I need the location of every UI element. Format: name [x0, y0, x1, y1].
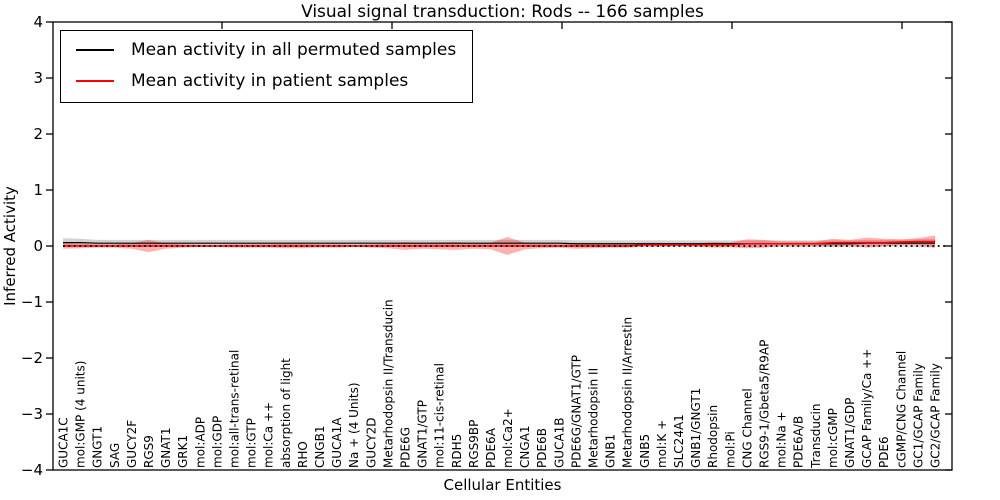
x-tick-label: GNAT1/GDP [843, 398, 857, 468]
x-tick-label: RGS9BP [467, 420, 481, 468]
x-tick-label: mol:ADP [193, 417, 207, 468]
x-tick-label: RHO [296, 441, 310, 468]
x-tick-label: Metarhodopsin II [587, 368, 601, 468]
x-tick-label: GNAT1 [159, 427, 173, 468]
legend-label-permuted: Mean activity in all permuted samples [131, 40, 457, 60]
y-tick-label: 1 [33, 181, 43, 199]
x-tick-label: mol:cGMP [826, 408, 840, 468]
x-tick-label: PDE6 [877, 436, 891, 468]
x-tick-label: GUCY2F [125, 420, 139, 468]
y-tick-label: −3 [21, 405, 43, 423]
x-tick-label: Na + (4 Units) [347, 382, 361, 468]
x-tick-label: cGMP/CNG Channel [894, 351, 908, 468]
legend-item-patient: Mean activity in patient samples [76, 71, 456, 91]
legend-label-patient: Mean activity in patient samples [131, 71, 409, 91]
x-tick-label: GUCA1A [330, 417, 344, 468]
x-tick-label: GCAP Family/Ca ++ [860, 349, 874, 468]
x-tick-label: GNB1 [604, 434, 618, 468]
x-tick-label: GNAT1/GTP [416, 400, 430, 468]
x-tick-label: mol:all-trans-retinal [227, 350, 241, 468]
x-tick-label: mol:GDP [210, 416, 224, 468]
x-tick-label: absorption of light [279, 358, 293, 468]
y-tick-label: −1 [21, 293, 43, 311]
x-tick-label: CNG Channel [740, 388, 754, 468]
y-tick-label: 2 [33, 125, 43, 143]
series-line-patient [63, 240, 935, 247]
x-tick-label: SAG [108, 443, 122, 468]
x-tick-label: RGS9 [142, 435, 156, 468]
legend: Mean activity in all permuted samples Me… [60, 30, 474, 103]
x-axis-label: Cellular Entities [443, 476, 562, 494]
legend-line-black [76, 49, 114, 51]
y-axis-label: Inferred Activity [1, 186, 19, 306]
y-tick-label: 0 [33, 237, 43, 255]
x-tick-label: GC1/GCAP Family [911, 363, 925, 468]
x-tick-label: mol:Pi [723, 431, 737, 468]
x-tick-label: PDE6G/GNAT1/GTP [569, 355, 583, 468]
x-tick-label: RGS9-1/Gbeta5/R9AP [758, 340, 772, 468]
chart-title: Visual signal transduction: Rods -- 166 … [301, 2, 704, 22]
x-tick-label: GUCA1C [57, 417, 71, 468]
y-tick-label: 4 [33, 13, 43, 31]
y-tick-label: 3 [33, 69, 43, 87]
x-tick-label: GUCY2D [364, 418, 378, 468]
x-tick-label: Rhodopsin [706, 405, 720, 468]
x-tick-label: mol:GMP (4 units) [74, 361, 88, 468]
x-tick-label: mol:Ca ++ [262, 402, 276, 468]
series-band-patient [63, 235, 935, 255]
x-tick-label: PDE6G [398, 427, 412, 468]
x-tick-label: Transducin [809, 404, 823, 469]
x-tick-label: GNB5 [638, 434, 652, 468]
x-tick-label: CNGA1 [518, 426, 532, 469]
x-tick-label: Metarhodopsin II/Arrestin [621, 317, 635, 468]
x-tick-label: mol:K + [655, 420, 669, 468]
legend-line-red [76, 80, 114, 82]
y-tick-label: −4 [21, 461, 43, 479]
x-tick-label: GRK1 [176, 435, 190, 468]
x-tick-label: mol:Na + [775, 411, 789, 468]
x-tick-label: GC2/GCAP Family [929, 363, 943, 468]
x-tick-label: RDH5 [450, 434, 464, 468]
legend-item-permuted: Mean activity in all permuted samples [76, 40, 456, 60]
x-tick-label: Metarhodopsin II/Transducin [381, 299, 395, 468]
x-tick-label: GUCA1B [552, 417, 566, 468]
x-tick-label: mol:Ca2+ [501, 408, 515, 468]
x-tick-label: PDE6A [484, 427, 498, 468]
x-tick-label: mol:GTP [245, 418, 259, 468]
x-tick-label: PDE6B [535, 428, 549, 468]
y-tick-label: −2 [21, 349, 43, 367]
x-tick-label: GNB1/GNGT1 [689, 388, 703, 468]
x-tick-label: GNGT1 [91, 426, 105, 468]
x-tick-label: PDE6A/B [792, 416, 806, 468]
x-tick-label: CNGB1 [313, 425, 327, 468]
x-tick-label: mol:11-cis-retinal [433, 363, 447, 468]
x-tick-label: SLC24A1 [672, 414, 686, 468]
